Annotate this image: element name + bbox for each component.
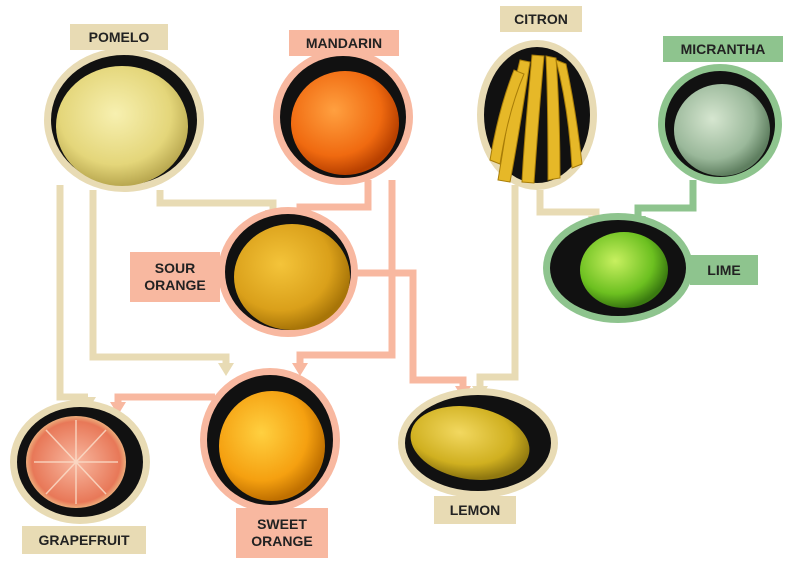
label-micrantha: MICRANTHA: [663, 36, 783, 62]
connector-citron-lime: [540, 190, 596, 218]
connector-mandarin-sour-orange: [300, 180, 368, 212]
label-sweet-orange: SWEET ORANGE: [236, 508, 328, 558]
connector-pomelo-grapefruit: [60, 185, 88, 397]
label-grapefruit: GRAPEFRUIT: [22, 526, 146, 554]
micrantha-fruit: [674, 84, 770, 176]
label-citron: CITRON: [500, 6, 582, 32]
pomelo-fruit: [56, 66, 188, 186]
label-lime: LIME: [690, 255, 758, 285]
lime-fruit: [580, 232, 668, 308]
sweet-orange-node: [200, 368, 340, 512]
connector-citron-lemon: [480, 185, 515, 388]
lemon-node: [398, 388, 558, 498]
label-pomelo: POMELO: [70, 24, 168, 50]
label-sour-orange: SOUR ORANGE: [130, 252, 220, 302]
mandarin-node: [273, 49, 413, 185]
lime-node: [543, 213, 693, 323]
label-mandarin: MANDARIN: [289, 30, 399, 56]
label-lemon: LEMON: [434, 496, 516, 524]
pomelo-node: [44, 48, 204, 192]
sweet-orange-fruit: [219, 391, 325, 501]
sour-orange-fruit: [234, 224, 350, 330]
connector-sour-orange-lemon: [355, 273, 463, 388]
arrowhead-sweet-orange-tan: [218, 363, 234, 376]
micrantha-node: [658, 64, 782, 184]
connector-pomelo-sour-orange: [160, 190, 273, 212]
connector-micrantha-lime: [638, 180, 693, 218]
mandarin-fruit: [291, 71, 399, 175]
citron-node: [477, 40, 597, 190]
sour-orange-node: [218, 207, 358, 337]
grapefruit-node: [10, 400, 150, 524]
connector-sour-orange-grapefruit: [118, 397, 215, 404]
